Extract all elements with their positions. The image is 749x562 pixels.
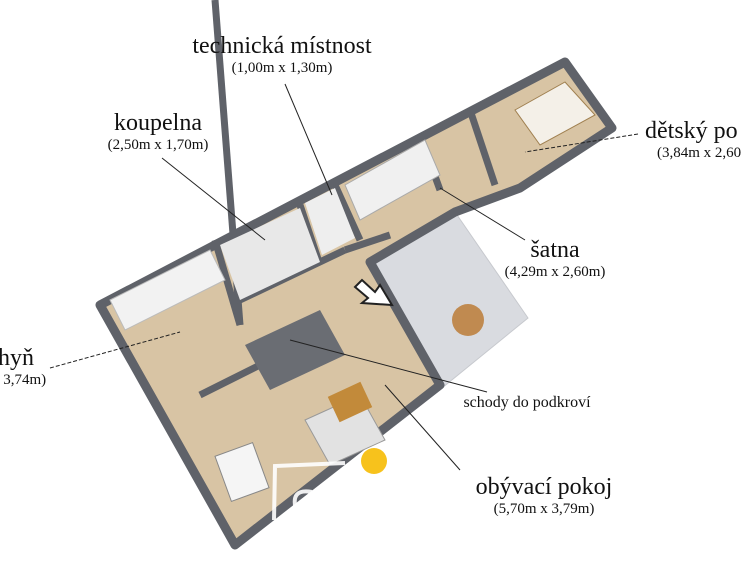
label-living-room: obývací pokoj (5,70m x 3,79m) (476, 474, 613, 518)
room-name: dětský po (645, 118, 738, 144)
yellow-dot (361, 448, 387, 474)
room-name: technická místnost (192, 33, 372, 59)
room-name: hyň (0, 345, 34, 371)
room-dimensions: (4,29m x 2,60m) (504, 264, 606, 280)
entrance-arrow-icon (353, 278, 394, 307)
kitchen-counter (109, 249, 226, 331)
dining-table (214, 441, 270, 503)
patio-table (452, 304, 484, 336)
room-dimensions: (2,50m x 1,70m) (107, 137, 209, 153)
room-dimensions: (5,70m x 3,79m) (493, 501, 595, 517)
stairs (245, 310, 345, 390)
coffee-table (327, 381, 373, 423)
wardrobe (344, 139, 441, 221)
room-dimensions: (3,84m x 2,60 (657, 145, 742, 161)
label-wardrobe: šatna (4,29m x 2,60m) (505, 237, 606, 281)
leader-lines (49, 83, 639, 471)
room-dimensions: x 3,74m) (0, 372, 47, 388)
bathroom (220, 208, 320, 300)
bed (514, 81, 596, 146)
room-name: koupelna (114, 110, 202, 136)
label-technical-room: technická místnost (1,00m x 1,30m) (192, 33, 371, 77)
label-bathroom: koupelna (2,50m x 1,70m) (108, 110, 209, 154)
label-kitchen: hyň x 3,74m) (0, 345, 46, 389)
room-dimensions: (1,00m x 1,30m) (231, 60, 333, 76)
label-childrens-room: dětský po (3,84m x 2,60 (645, 118, 741, 162)
technical-room (305, 188, 355, 255)
room-name: šatna (530, 237, 580, 263)
watermark-logo (272, 461, 346, 521)
room-name: obývací pokoj (475, 474, 613, 500)
label-stairs: schody do podkroví (463, 394, 591, 411)
